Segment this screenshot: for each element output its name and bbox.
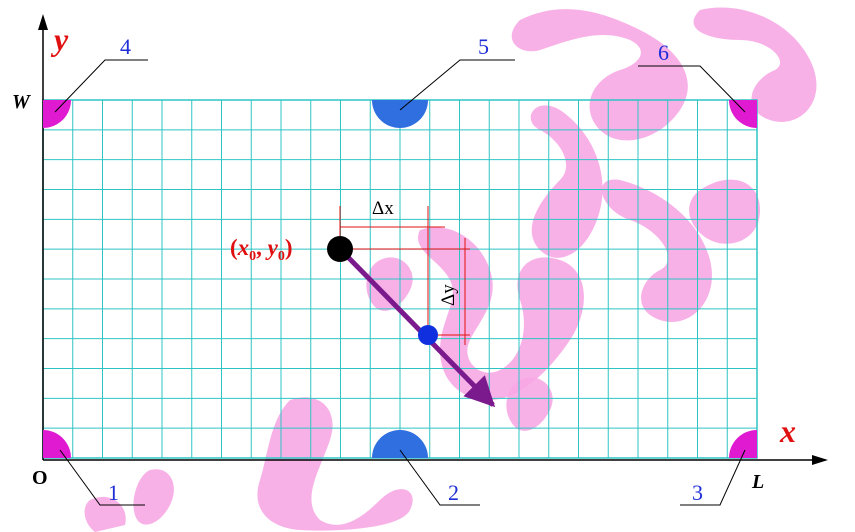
pocket-1 xyxy=(43,430,71,458)
width-label: W xyxy=(12,91,31,113)
label-open-paren: ( xyxy=(230,235,238,260)
y-axis-arrow-icon xyxy=(38,14,48,30)
trajectory-arrow xyxy=(338,247,496,408)
watermark xyxy=(84,7,817,532)
delta-y-label: Δy xyxy=(438,284,459,306)
delta-x-label: Δx xyxy=(372,198,394,219)
leader-6 xyxy=(638,65,746,113)
leader-2 xyxy=(399,449,480,506)
x-axis-arrow-icon xyxy=(812,455,828,465)
pocket-leaders xyxy=(54,59,746,506)
label-comma: , xyxy=(256,235,268,260)
pocket-number-1: 1 xyxy=(108,480,119,505)
length-label: L xyxy=(751,471,764,493)
origin-label: O xyxy=(32,467,48,489)
leader-1 xyxy=(59,449,145,506)
leader-3 xyxy=(680,449,746,506)
pocket-5 xyxy=(372,100,428,128)
pocket-2 xyxy=(372,430,428,458)
label-x-var: x xyxy=(237,235,250,260)
pocket-3 xyxy=(729,430,757,458)
ball-next xyxy=(418,325,438,345)
pocket-number-3: 3 xyxy=(692,480,703,505)
pocket-number-2: 2 xyxy=(448,480,459,505)
pockets xyxy=(43,100,757,458)
pocket-6 xyxy=(729,100,757,128)
pocket-4 xyxy=(43,100,71,128)
leader-5 xyxy=(399,59,515,111)
ball-start xyxy=(327,236,353,262)
pocket-number-4: 4 xyxy=(120,34,131,59)
pocket-number-6: 6 xyxy=(658,40,669,65)
table-grid xyxy=(42,99,758,459)
y-axis-label: y xyxy=(50,21,69,57)
pocket-number-5: 5 xyxy=(478,34,489,59)
axis-labels: y x O L W xyxy=(12,21,796,493)
coordinate-axes xyxy=(38,14,828,465)
label-y-var: y xyxy=(265,235,279,260)
x-axis-label: x xyxy=(779,413,796,449)
pocket-numbers: 1 2 3 4 5 6 xyxy=(108,34,703,505)
ball-start-label: (x0, y0) xyxy=(230,235,293,264)
label-x-sub: 0 xyxy=(249,249,256,264)
label-y-sub: 0 xyxy=(278,249,285,264)
leader-4 xyxy=(54,59,148,113)
delta-guides xyxy=(339,206,470,345)
label-close-paren: ) xyxy=(285,235,293,260)
